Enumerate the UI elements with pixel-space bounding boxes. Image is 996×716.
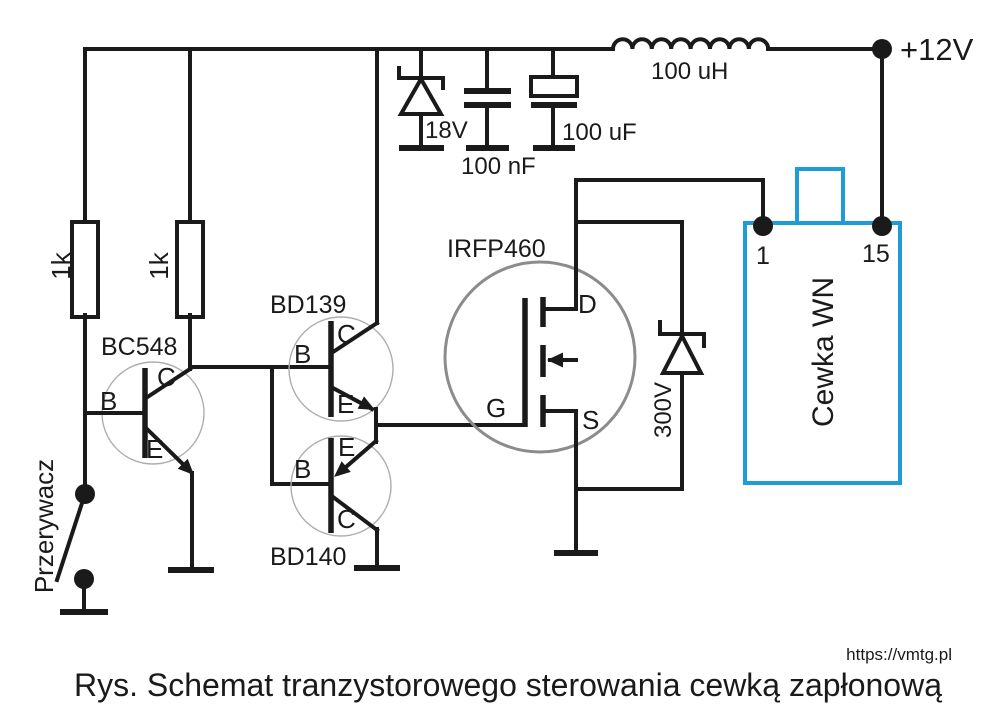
bd139-emitter-arrow xyxy=(357,396,375,410)
bd140-emitter-arrow xyxy=(334,461,351,477)
r1-label: 1k xyxy=(46,251,76,279)
bc548-collector-diag xyxy=(143,366,193,401)
ignition-coil-group: 1 15 Cewka WN xyxy=(743,167,902,485)
mosfet-group: IRFP460 D G S xyxy=(443,178,765,556)
bc548-label: BC548 xyxy=(101,333,177,361)
coil-pin1-dot xyxy=(753,216,773,236)
resistor-r2 xyxy=(175,220,205,319)
mosfet-circle xyxy=(443,260,637,454)
bias-group: 1k 1k xyxy=(46,47,205,496)
supply-label: +12V xyxy=(900,32,974,67)
clamp-zener-group: 300V xyxy=(650,220,706,491)
bc548-pin-b: B xyxy=(100,386,117,416)
bd140-pin-c: C xyxy=(337,504,356,534)
bd139-collector-diag xyxy=(330,320,380,355)
mosfet-pin-g: G xyxy=(486,393,506,423)
bd140-pin-b: B xyxy=(294,454,311,484)
bd140-circle xyxy=(290,435,392,537)
zener300-label: 300V xyxy=(650,382,677,438)
switch-lever xyxy=(54,494,87,583)
coil-pin1-label: 1 xyxy=(756,242,770,270)
bd139-pin-b: B xyxy=(294,339,311,369)
figure-caption: Rys. Schemat tranzystorowego sterowania … xyxy=(74,667,942,703)
mosfet-pin-s: S xyxy=(582,405,599,435)
mosfet-pin-d: D xyxy=(578,289,597,319)
coil-pin15-dot xyxy=(872,216,892,236)
capuf-label: 100 uF xyxy=(562,119,637,146)
inductor-label: 100 uH xyxy=(651,58,728,85)
bc548-emitter-arrow xyxy=(177,458,194,475)
bc548-pin-e: E xyxy=(146,434,163,464)
drain-to-coil-wire xyxy=(574,178,765,228)
switch-label: Przerywacz xyxy=(29,459,59,593)
bd139-circle xyxy=(288,316,394,422)
driver-group: BD139 B C E BD140 E B C xyxy=(188,47,525,571)
capuf-plate-top xyxy=(529,75,579,98)
bd139-pin-c: C xyxy=(337,319,356,349)
bd140-collector-diag xyxy=(330,494,380,533)
bd139-pin-e: E xyxy=(337,389,354,419)
mosfet-body-arrow xyxy=(547,352,563,368)
coil-body-box xyxy=(743,221,902,485)
switch-dot-bottom xyxy=(74,569,94,589)
junction-dot-supply xyxy=(872,39,892,59)
filter-group: 18V 100 nF 100 uF xyxy=(397,47,637,180)
r2-label: 1k xyxy=(144,251,174,279)
bd139-label: BD139 xyxy=(270,291,346,319)
capnf-label: 100 nF xyxy=(461,153,536,180)
mosfet-label: IRFP460 xyxy=(447,235,546,263)
switch-group: Przerywacz xyxy=(29,459,108,615)
bc548-pin-c: C xyxy=(157,362,176,392)
coil-pin15-label: 15 xyxy=(862,240,890,268)
zener18-label: 18V xyxy=(425,117,468,144)
bd140-pin-e: E xyxy=(338,432,355,462)
watermark-url: https://vmtg.pl xyxy=(846,645,952,664)
bd140-label: BD140 xyxy=(270,543,346,571)
coil-hv-terminal-bump xyxy=(795,167,845,227)
coil-name-label: Cewka WN xyxy=(807,277,840,427)
base-bus-wires xyxy=(188,365,331,486)
switch-dot-top xyxy=(75,484,95,504)
bc548-group: BC548 B C E xyxy=(83,333,214,573)
